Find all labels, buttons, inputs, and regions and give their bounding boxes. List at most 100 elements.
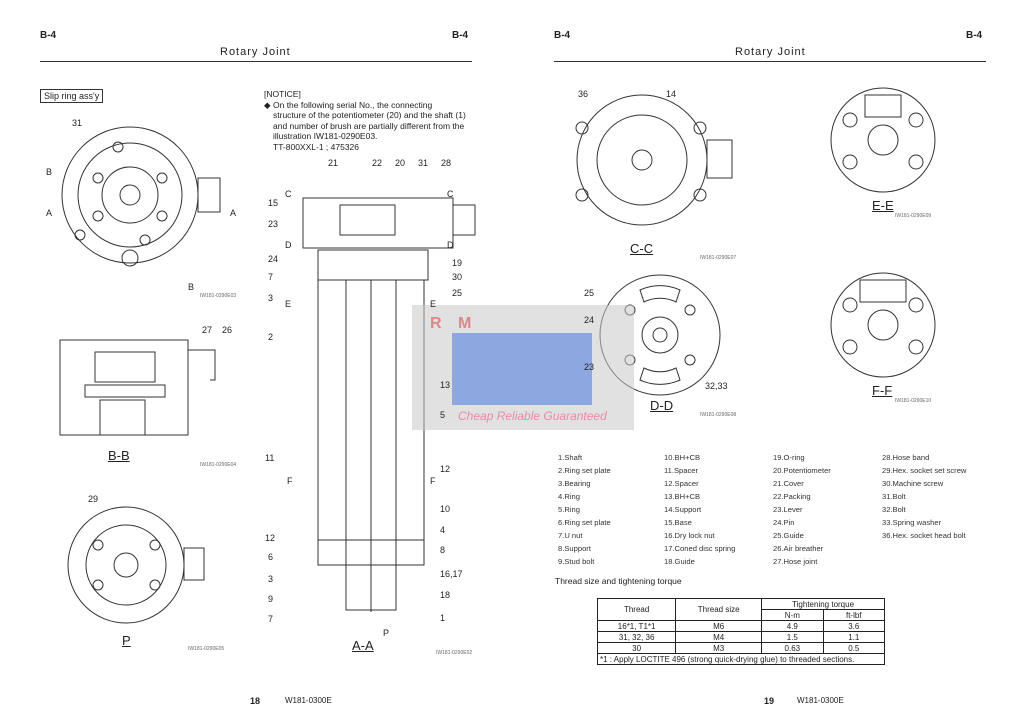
view-caption: B-B	[108, 448, 130, 463]
table-cell: 0.63	[761, 642, 824, 654]
callout: 27	[202, 325, 213, 335]
section-mark: F	[430, 476, 436, 486]
part-item: 18.Guide	[664, 557, 695, 566]
table-cell: 0.5	[822, 642, 886, 654]
section-label-right: B-4	[452, 30, 469, 41]
page-title: Rotary Joint	[220, 46, 291, 58]
divider	[40, 61, 472, 62]
part-item: 2.Ring set plate	[558, 466, 611, 475]
part-item: 29.Hex. socket set screw	[882, 466, 967, 475]
part-item: 26.Air breather	[773, 544, 824, 553]
drawing-code: IW181-0290E03	[200, 293, 237, 299]
table-cell: 31, 32, 36	[596, 631, 677, 643]
drawing-code: IW181-0290E04	[200, 462, 237, 468]
section-mark: C	[447, 189, 454, 199]
table-cell: M6	[675, 620, 763, 632]
callout: 23	[268, 219, 279, 229]
view-caption: A-A	[352, 638, 374, 653]
callout: 3	[268, 293, 274, 303]
header-torque: Tightening torque	[761, 598, 885, 610]
drawing-code: IW181-0290E07	[700, 255, 737, 261]
callout: 10	[440, 504, 451, 514]
section-ff-drawing	[830, 272, 936, 378]
callout: 24	[268, 254, 279, 264]
callout: 15	[268, 198, 279, 208]
part-item: 23.Lever	[773, 505, 803, 514]
header-ftlbf: ft-lbf	[822, 609, 886, 621]
callout: 23	[584, 362, 595, 372]
part-item: 21.Cover	[773, 479, 804, 488]
callout: 29	[88, 494, 99, 504]
section-mark: B	[46, 167, 53, 177]
header-thread-size: Thread size	[675, 598, 763, 621]
callout: 11	[265, 453, 275, 463]
part-item: 24.Pin	[773, 518, 795, 527]
slip-ring-label: Slip ring ass'y	[40, 89, 104, 103]
view-caption: E-E	[872, 198, 894, 213]
part-item: 17.Coned disc spring	[664, 544, 736, 553]
callout: 7	[268, 614, 274, 624]
callout: 32,33	[705, 381, 728, 391]
callout: 16,17	[440, 569, 463, 579]
callout: 6	[268, 552, 274, 562]
part-item: 14.Support	[664, 505, 702, 514]
part-item: 19.O-ring	[773, 453, 805, 462]
watermark-slogan: Cheap Reliable Guaranteed	[458, 409, 607, 423]
part-item: 25.Guide	[773, 531, 804, 540]
watermark: R M Cheap Reliable Guaranteed	[412, 305, 634, 430]
section-cc-drawing	[575, 94, 733, 226]
section-mark: F	[287, 476, 293, 486]
notice: [NOTICE] ◆ On the following serial No., …	[264, 89, 466, 152]
callout: 25	[452, 288, 463, 298]
section-mark: P	[383, 628, 390, 638]
section-label-right: B-4	[966, 30, 983, 41]
view-caption: D-D	[650, 398, 674, 413]
part-item: 22.Packing	[773, 492, 811, 501]
drawing-code: IW181-0290E08	[700, 412, 737, 418]
callout: 12	[265, 533, 276, 543]
callout: 30	[452, 272, 463, 282]
drawing-code: IW181-0290E02	[436, 650, 473, 656]
part-item: 9.Stud bolt	[558, 557, 595, 566]
page-number: 18	[250, 696, 261, 706]
table-cell: 1.5	[761, 631, 824, 643]
view-caption: P	[122, 633, 131, 648]
callout: 8	[440, 545, 446, 555]
callout: 13	[440, 380, 451, 390]
callout: 28	[441, 158, 452, 168]
section-mark: A	[46, 208, 53, 218]
callout: 18	[440, 590, 451, 600]
callout: 5	[440, 410, 446, 420]
part-item: 7.U nut	[558, 531, 583, 540]
callout: 19	[452, 258, 463, 268]
notice-line: and number of brush are partially differ…	[273, 120, 465, 131]
callout: 20	[395, 158, 406, 168]
callout: 9	[268, 594, 274, 604]
callout: 2	[268, 332, 274, 342]
divider	[554, 61, 986, 62]
drawing-code: IW181-0290E09	[895, 213, 932, 219]
part-item: 12.Spacer	[664, 479, 699, 488]
part-item: 8.Support	[558, 544, 591, 553]
notice-line: TT-800XXL-1 ; 475326	[273, 141, 360, 152]
callout: 31	[418, 158, 429, 168]
notice-line: On the following serial No., the connect…	[273, 99, 433, 110]
callout: 36	[578, 89, 589, 99]
view-caption: C-C	[630, 241, 654, 256]
callout: 14	[666, 89, 677, 99]
part-item: 6.Ring set plate	[558, 518, 611, 527]
part-item: 36.Hex. socket head bolt	[882, 531, 966, 540]
section-mark: E	[285, 299, 292, 309]
watermark-brand: R M	[430, 315, 478, 332]
page-number: 19	[764, 696, 775, 706]
table-cell: M3	[675, 642, 763, 654]
callout: 24	[584, 315, 595, 325]
